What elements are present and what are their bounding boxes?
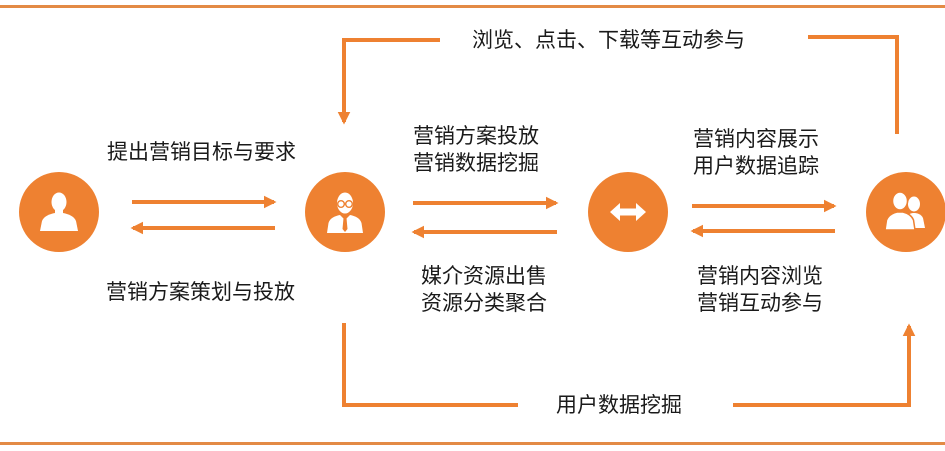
agency-to-client-label: 营销方案策划与投放 bbox=[106, 280, 295, 304]
person-with-glasses-tie-icon bbox=[327, 192, 363, 233]
left-right-arrow-icon bbox=[610, 203, 646, 221]
top-loop-right-connector bbox=[808, 35, 899, 134]
client-to-agency-label: 提出营销目标与要求 bbox=[107, 140, 296, 164]
users-to-exchange-label: 营销内容浏览 营销互动参与 bbox=[697, 264, 823, 315]
bottom-divider bbox=[0, 442, 945, 445]
exchange-node bbox=[588, 172, 668, 252]
top-loop-label: 浏览、点击、下载等互动参与 bbox=[472, 28, 745, 52]
user-group-icon bbox=[884, 191, 925, 231]
users-node bbox=[866, 172, 945, 252]
exchange-to-users-label: 营销内容展示 用户数据追踪 bbox=[693, 127, 819, 178]
top-loop-left-connector bbox=[337, 38, 440, 125]
agency-to-exchange-label: 营销方案投放 营销数据挖掘 bbox=[413, 124, 539, 175]
agency-node bbox=[305, 172, 385, 252]
top-divider bbox=[0, 5, 945, 8]
exchange-to-agency-label: 媒介资源出售 资源分类聚合 bbox=[421, 264, 547, 315]
bottom-loop-left-connector bbox=[342, 323, 518, 407]
bottom-loop-right-connector bbox=[733, 323, 916, 407]
person-icon bbox=[40, 192, 78, 231]
client-node bbox=[19, 172, 99, 252]
bottom-loop-label: 用户数据挖掘 bbox=[556, 393, 682, 417]
